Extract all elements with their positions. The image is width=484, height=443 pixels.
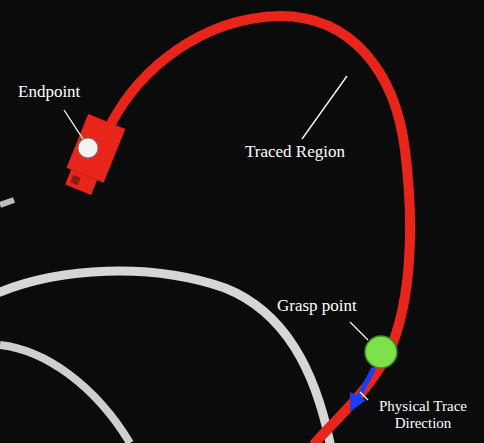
- direction-arrow: [358, 368, 374, 398]
- background-cable: [0, 200, 14, 205]
- callout-label: Traced Region: [245, 142, 345, 162]
- grasp-dot: [365, 336, 397, 368]
- traced-cable: [112, 16, 410, 443]
- callout-label: Endpoint: [18, 82, 80, 102]
- cable-connector: [61, 114, 126, 198]
- callout-label: Grasp point: [277, 296, 357, 316]
- leader-line: [360, 392, 368, 400]
- callout-label: Physical Trace Direction: [366, 398, 480, 433]
- leader-line: [302, 76, 347, 139]
- leader-line: [350, 322, 368, 340]
- endpoint-dot: [78, 138, 98, 158]
- leader-line: [64, 110, 83, 139]
- background-cable: [0, 345, 130, 443]
